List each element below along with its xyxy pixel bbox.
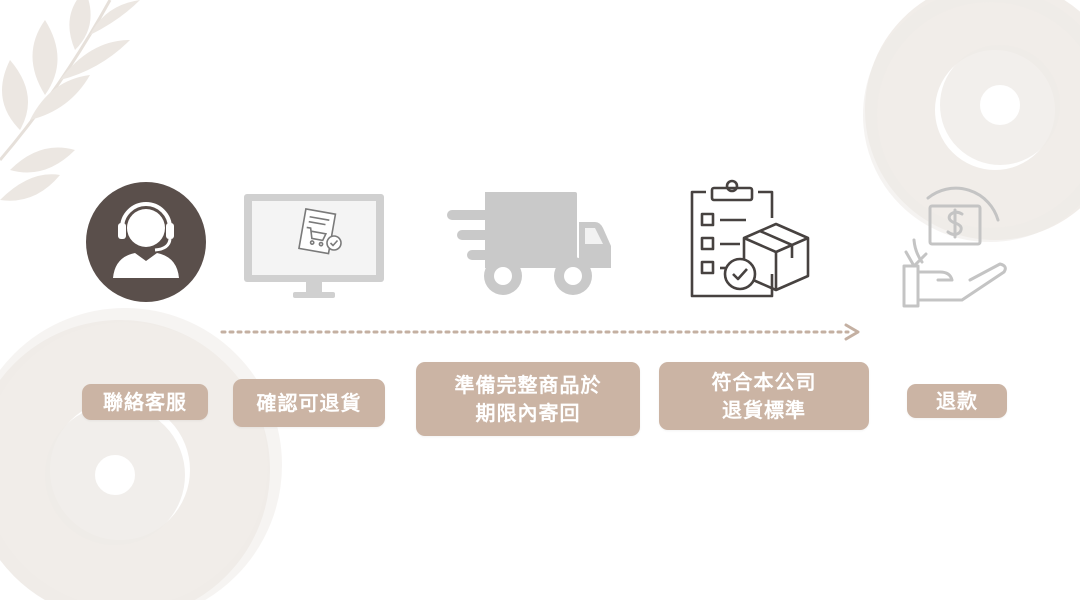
brush-circle-top-right	[863, 0, 1080, 242]
monitor-order-icon	[244, 194, 384, 298]
leaf-branch	[0, 0, 140, 201]
step-label-contact-service: 聯絡客服	[82, 384, 208, 420]
step-label-text: 聯絡客服	[103, 390, 187, 414]
step-label-text-line2: 退貨標準	[722, 398, 806, 422]
process-flow-arrow	[220, 323, 860, 341]
brush-circle-bottom-left	[0, 308, 282, 600]
step-label-text-line1: 符合本公司	[711, 370, 817, 394]
step-label-ship-back: 準備完整商品於 期限內寄回	[416, 362, 640, 436]
step-label-text: 確認可退貨	[256, 391, 362, 415]
step-label-refund: 退款	[907, 384, 1007, 418]
step-label-confirm-return: 確認可退貨	[233, 379, 385, 427]
step-label-text-line1: 準備完整商品於	[454, 373, 602, 397]
step-label-text-line2: 期限內寄回	[475, 401, 581, 425]
refund-hand-icon	[902, 186, 1007, 308]
checklist-package-icon	[690, 179, 810, 298]
customer-service-agent-icon	[86, 182, 206, 302]
delivery-truck-icon	[447, 192, 611, 295]
step-label-meets-standard: 符合本公司 退貨標準	[659, 362, 869, 430]
step-label-text: 退款	[936, 389, 978, 413]
